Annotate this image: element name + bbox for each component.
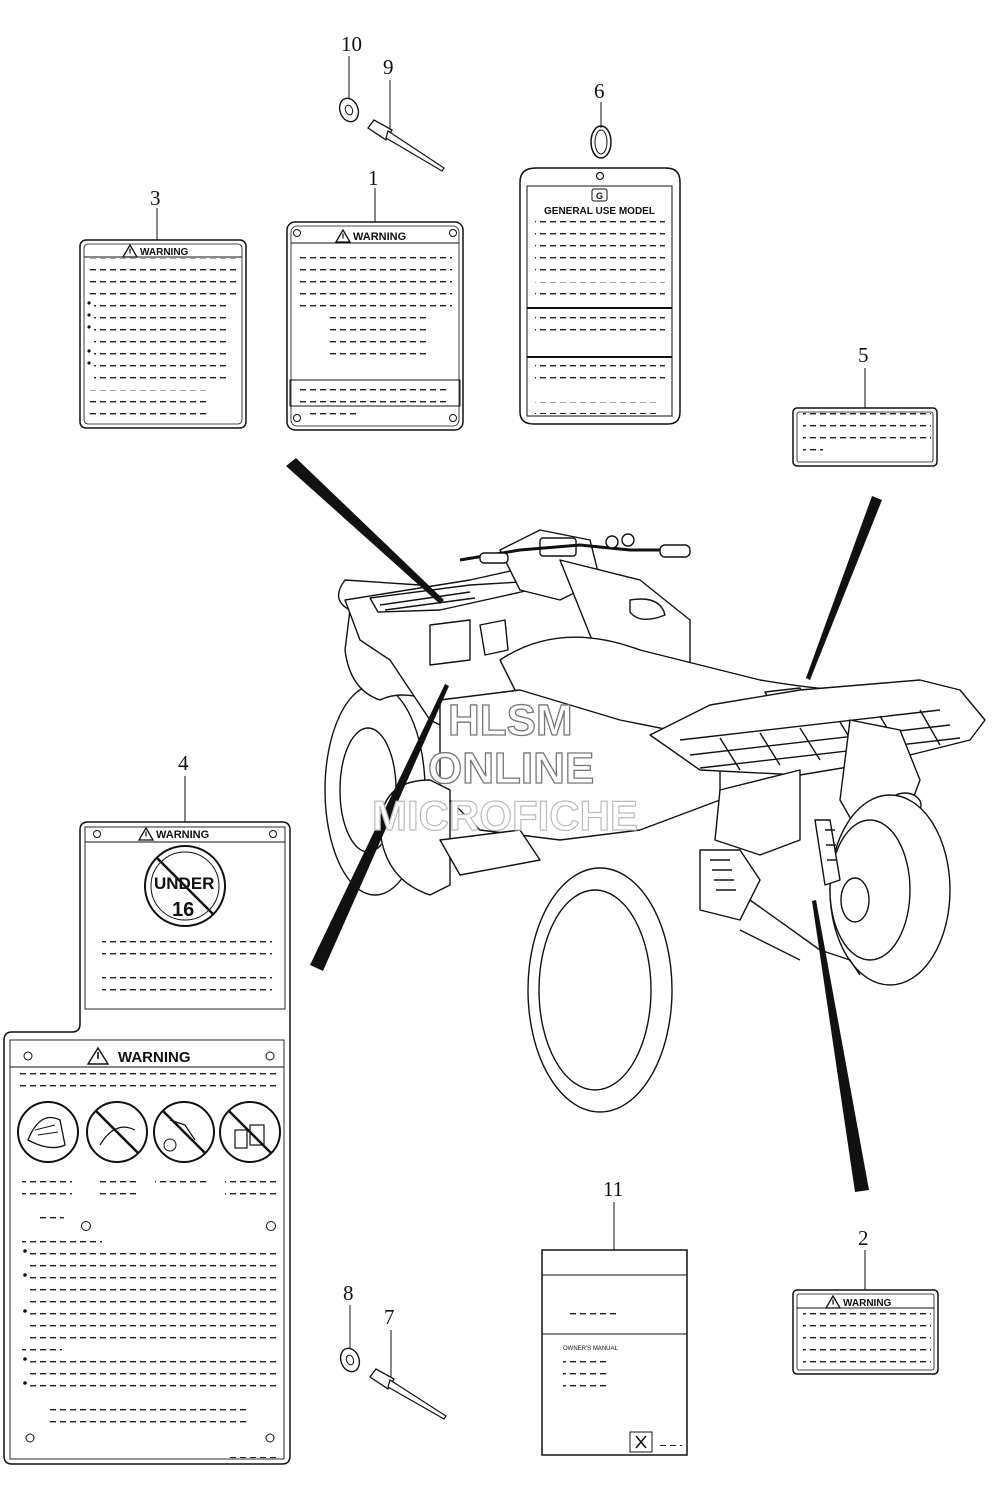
general-use-model: GENERAL USE MODEL — [544, 206, 655, 217]
tag-letter: G — [596, 191, 603, 201]
label-5[interactable]: 5 — [792, 343, 938, 467]
callout-7: 7 — [384, 1305, 395, 1329]
callout-9: 9 — [383, 55, 394, 79]
warning-header-3: WARNING — [140, 247, 189, 258]
callout-8: 8 — [343, 1281, 354, 1305]
callout-1: 1 — [368, 166, 379, 190]
owners-manual-title: OWNER'S MANUAL — [563, 1346, 618, 1352]
warning-header-2: WARNING — [843, 1298, 892, 1309]
callout-2: 2 — [858, 1226, 869, 1250]
rivet-and-washer-top[interactable]: 10 9 — [336, 32, 445, 172]
label-1[interactable]: 1 WARNING — [286, 166, 464, 431]
callout-5: 5 — [858, 343, 869, 367]
callout-6: 6 — [594, 79, 605, 103]
pointer-lines — [286, 458, 882, 1192]
callout-4: 4 — [178, 751, 189, 775]
watermark-line-2: ONLINE — [428, 744, 594, 793]
callout-3: 3 — [150, 186, 161, 210]
watermark: HLSM ONLINE MICROFICHE — [371, 695, 638, 839]
callout-10: 10 — [341, 32, 362, 56]
watermark-line-1: HLSM — [448, 696, 573, 745]
age-text: 16 — [172, 899, 194, 921]
warning-header-1: WARNING — [353, 231, 406, 243]
hang-tag-6[interactable]: 6 G GENERAL USE MODEL — [519, 79, 681, 425]
pictogram-icons — [17, 1101, 281, 1163]
label-2[interactable]: 2 WARNING — [792, 1226, 939, 1375]
warning-header-4a: WARNING — [156, 829, 209, 841]
watermark-line-3: MICROFICHE — [372, 792, 638, 839]
warning-header-4b: WARNING — [118, 1049, 191, 1066]
label-3[interactable]: 3 WARNING — [79, 186, 247, 429]
callout-11: 11 — [603, 1177, 623, 1201]
atv-illustration — [324, 529, 986, 1113]
label-4[interactable]: 4 WARNING UNDER 16 WARNING — [3, 751, 291, 1465]
owners-manual-11[interactable]: 11 OWNER'S MANUAL — [541, 1177, 688, 1456]
rivet-and-washer-bottom[interactable]: 8 7 — [337, 1281, 447, 1420]
